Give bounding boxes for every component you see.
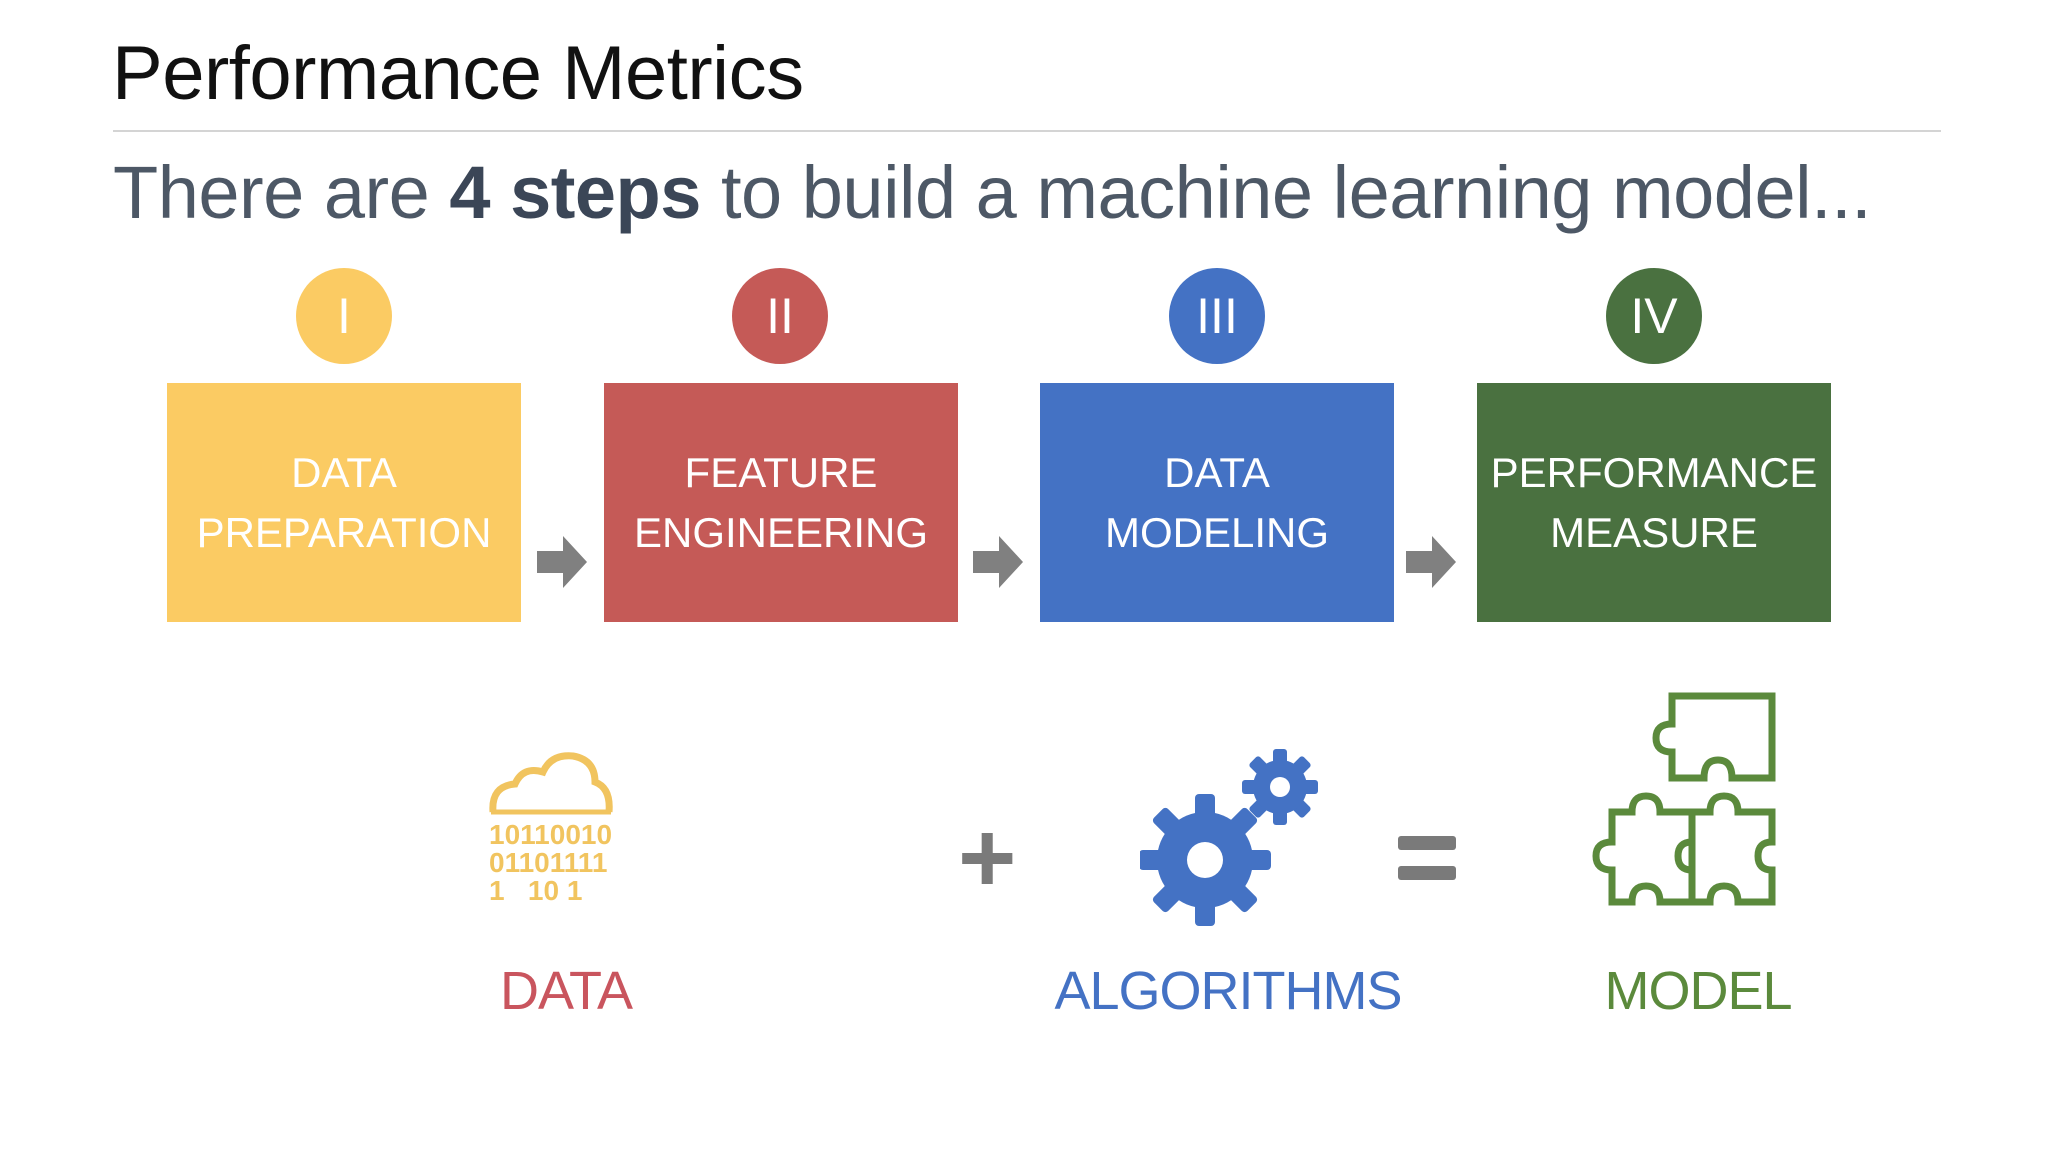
gears-icon bbox=[1140, 749, 1318, 926]
subtitle-bold: 4 steps bbox=[449, 151, 701, 234]
step-feature-engineering: FEATURE ENGINEERING bbox=[604, 383, 958, 622]
step-4-badge: IV bbox=[1606, 268, 1702, 364]
title-divider bbox=[113, 130, 1941, 132]
step-3-badge: III bbox=[1169, 268, 1265, 364]
data-label: DATA bbox=[499, 961, 633, 1021]
arrow-right-icon bbox=[973, 536, 1023, 588]
puzzle-pieces-icon bbox=[1592, 692, 1776, 906]
binary-digits: 1 10 1 bbox=[489, 875, 582, 906]
subtitle-suffix: to build a machine learning model... bbox=[700, 151, 1872, 234]
step-label-line: MEASURE bbox=[1550, 508, 1758, 556]
step-label-line: DATA bbox=[291, 448, 397, 496]
step-label-line: PERFORMANCE bbox=[1490, 448, 1818, 496]
equals-sign-top-bar bbox=[1398, 836, 1456, 850]
step-label-line: PREPARATION bbox=[196, 508, 492, 556]
algorithms-label: ALGORITHMS bbox=[1054, 961, 1402, 1021]
binary-digits: 01101111 bbox=[489, 847, 607, 878]
step-data-modeling: DATA MODELING bbox=[1040, 383, 1394, 622]
step-performance-measure: PERFORMANCE MEASURE bbox=[1477, 383, 1831, 622]
step-2-badge: II bbox=[732, 268, 828, 364]
arrow-right-icon bbox=[537, 536, 587, 588]
step-label-line: DATA bbox=[1164, 448, 1270, 496]
step-data-preparation: DATA PREPARATION bbox=[167, 383, 521, 622]
step-1-badge: I bbox=[296, 268, 392, 364]
slide-subtitle: There are 4 steps to build a machine lea… bbox=[113, 150, 1872, 235]
arrow-right-icon bbox=[1406, 536, 1456, 588]
cloud-data-icon: 10110010 01101111 1 10 1 bbox=[489, 752, 613, 906]
step-label-line: ENGINEERING bbox=[633, 508, 929, 556]
subtitle-prefix: There are bbox=[113, 151, 450, 234]
plus-sign: + bbox=[958, 802, 1017, 914]
equals-sign-bottom-bar bbox=[1398, 866, 1456, 880]
slide-title: Performance Metrics bbox=[112, 31, 804, 116]
binary-digits: 10110010 bbox=[489, 819, 612, 850]
model-label: MODEL bbox=[1604, 961, 1792, 1021]
step-label-line: MODELING bbox=[1104, 508, 1330, 556]
step-label-line: FEATURE bbox=[684, 448, 878, 496]
